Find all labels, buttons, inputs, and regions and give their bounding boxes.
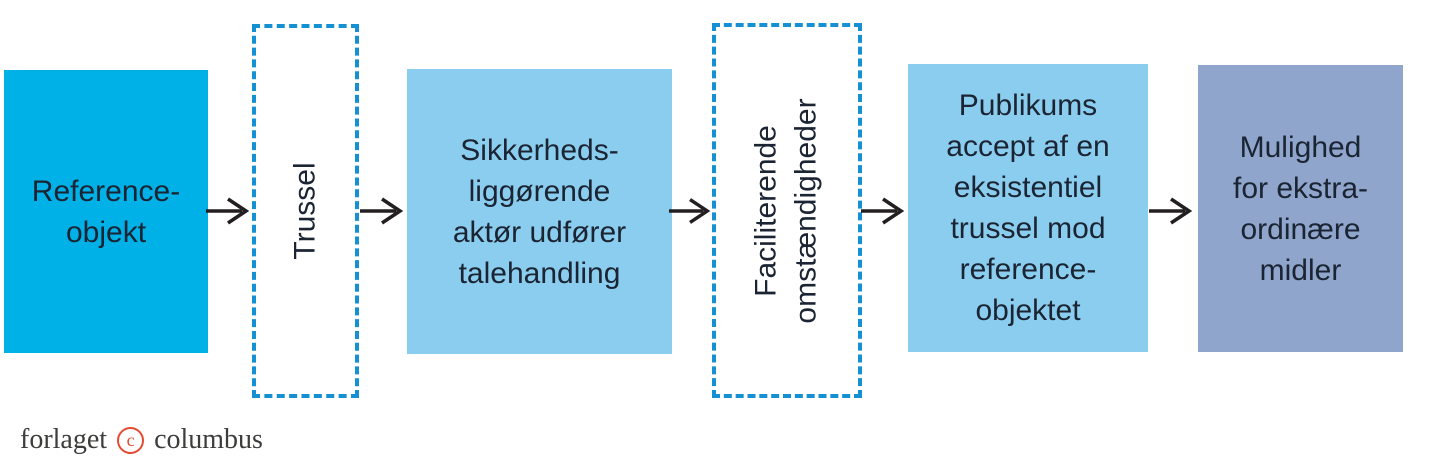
publisher-name-second: columbus [154, 424, 263, 455]
box-trussel: Trussel [252, 24, 359, 398]
box-publikums-accept: Publikums accept af en eksistentiel trus… [908, 64, 1148, 352]
flow-arrow-icon [669, 196, 713, 226]
box-label-line: reference- [959, 253, 1097, 286]
flow-arrow-icon [206, 196, 252, 226]
box-label-line: ordinære [1240, 212, 1361, 246]
box-label-line: Trussel [288, 162, 322, 260]
copyright-icon: c [117, 426, 145, 454]
box-label-line: aktør udfører [452, 215, 627, 249]
box-label-line: omstændigheder [790, 97, 824, 324]
box-reference-objekt: Reference- objekt [4, 70, 208, 353]
box-label-line: Sikkerheds- [460, 133, 619, 167]
publisher-name-first: forlaget [20, 424, 108, 455]
box-faciliterende-omstaendigheder: Faciliterende omstændigheder [712, 23, 862, 398]
box-label-line: trussel mod [950, 212, 1106, 245]
box-label-line: midler [1259, 253, 1342, 287]
box-label-line: for ekstra- [1232, 171, 1369, 205]
flow-arrow-icon [1149, 196, 1195, 226]
box-label-line: talehandling [458, 256, 621, 290]
box-label-vertical: Trussel [286, 162, 326, 259]
box-label-line: Mulighed [1239, 130, 1362, 164]
box-label-vertical: Faciliterende omstændigheder [747, 98, 827, 323]
box-label-line: liggørende [468, 174, 611, 208]
publisher-logo: forlaget c columbus [20, 424, 263, 456]
box-label-line: accept af en [946, 130, 1110, 163]
box-label-line: Reference- [31, 174, 181, 208]
box-talehandling: Sikkerheds- liggørende aktør udfører tal… [407, 69, 672, 354]
box-ekstraordinaere-midler: Mulighed for ekstra- ordinære midler [1198, 65, 1403, 352]
box-label-line: eksistentiel [953, 171, 1103, 204]
flow-arrow-icon [360, 196, 406, 226]
box-label-line: Faciliterende [750, 124, 784, 297]
box-label-line: Publikums [958, 89, 1098, 122]
box-label-line: objektet [975, 294, 1081, 327]
flow-arrow-icon [861, 196, 907, 226]
box-label-line: objekt [65, 215, 147, 249]
